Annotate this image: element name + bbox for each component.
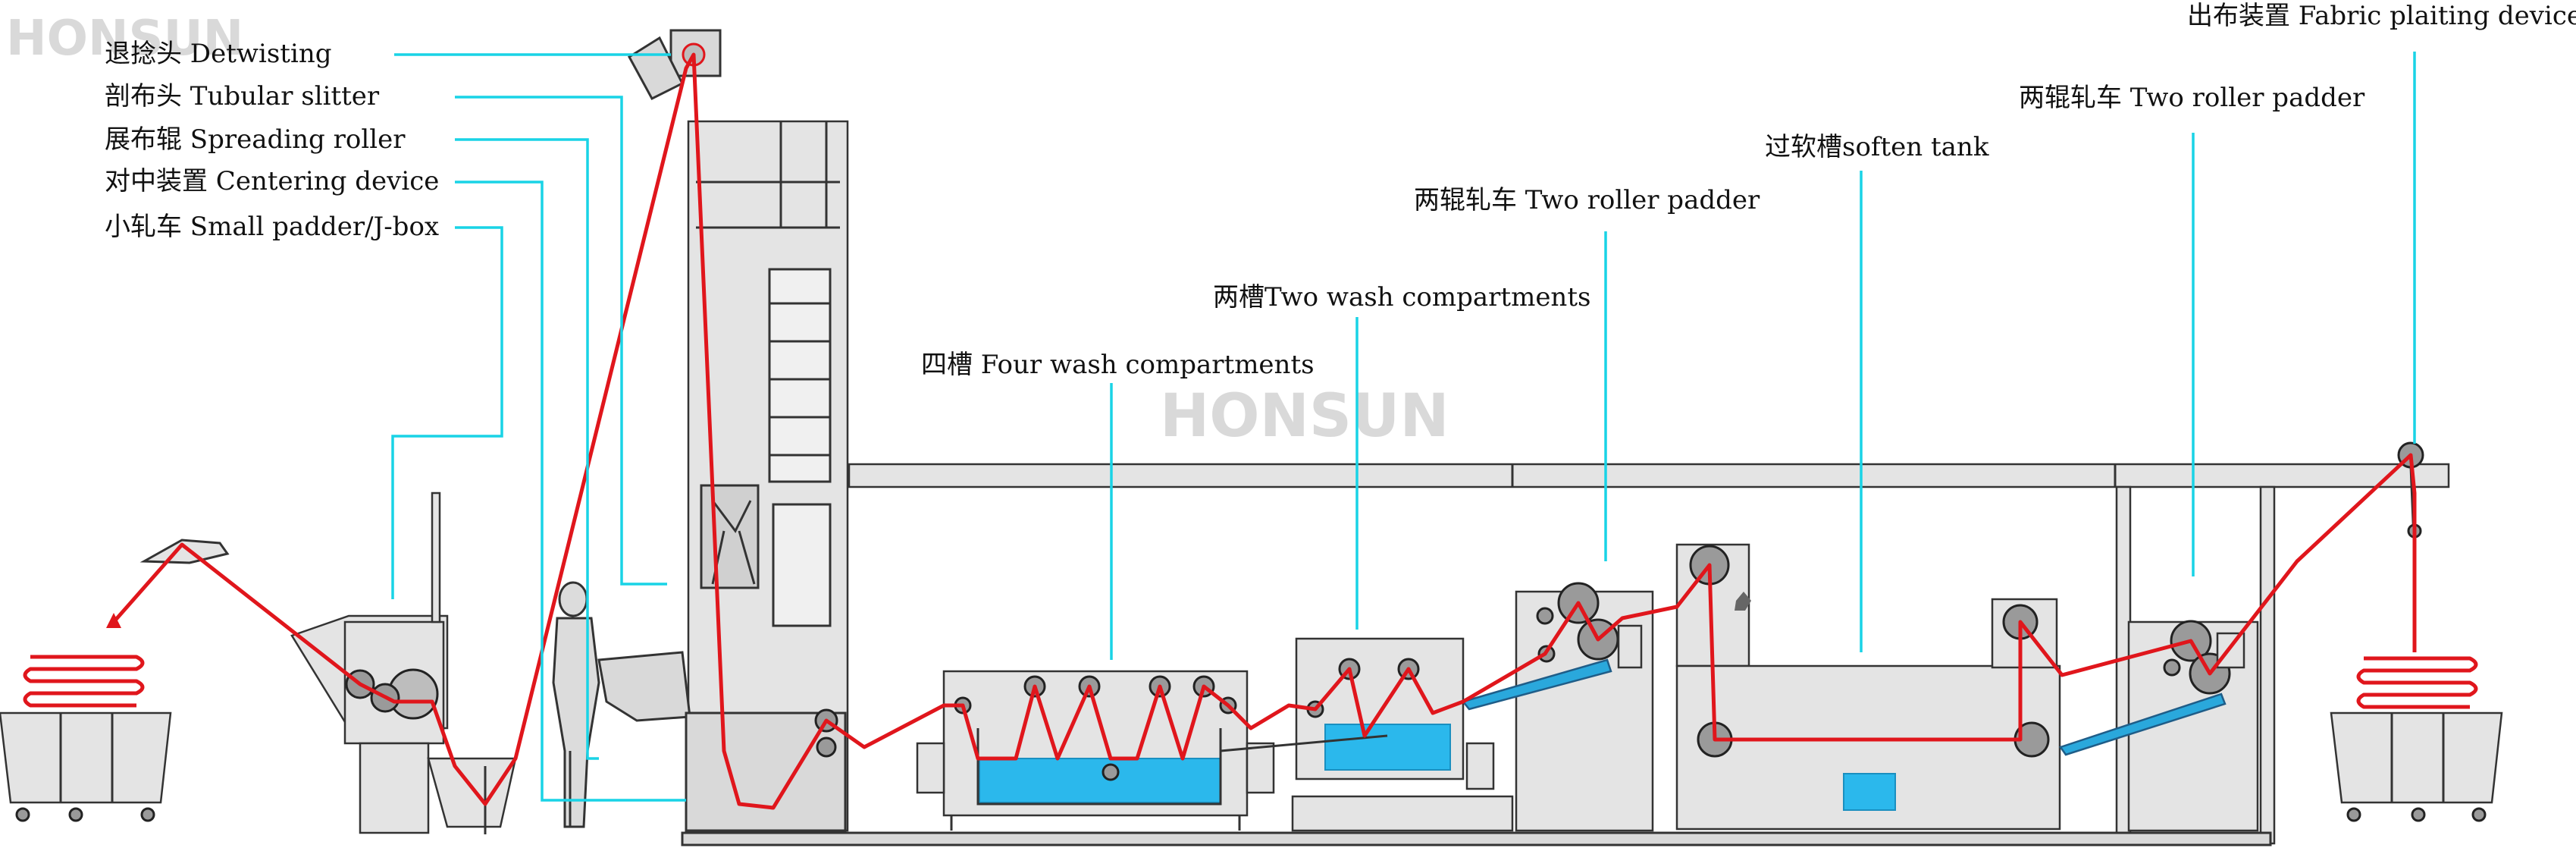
soften-tank	[1675, 543, 2061, 831]
label-two-roller-padder-2: 两辊轧车 Two roller padder	[2019, 83, 2365, 113]
two-wash-tank	[1220, 637, 1514, 832]
overhead-beam	[848, 463, 2450, 845]
label-detwisting: 退捻头 Detwisting	[105, 39, 331, 69]
watermark-center: HONSUN	[1160, 382, 1449, 451]
base-rail	[681, 831, 2272, 846]
label-soften-tank: 过软槽soften tank	[1765, 132, 1989, 162]
label-two-roller-padder-1: 两辊轧车 Two roller padder	[1414, 185, 1760, 215]
leader-lines	[391, 52, 2416, 802]
label-small-padder: 小轧车 Small padder/J-box	[105, 212, 439, 242]
fabric-direction-arrow-icon	[106, 613, 121, 628]
label-two-wash: 两槽Two wash compartments	[1213, 282, 1590, 313]
input-fabric-pile	[0, 655, 172, 822]
label-fabric-plaiting: 出布装置 Fabric plaiting device	[2187, 1, 2576, 31]
label-tubular-slitter: 剖布头 Tubular slitter	[105, 81, 380, 111]
label-four-wash: 四槽 Four wash compartments	[921, 350, 1315, 380]
four-wash-tank	[916, 670, 1275, 831]
fabric-path	[112, 52, 2417, 810]
watermark-top-left: HONSUN	[6, 11, 243, 67]
small-padder-machine	[139, 492, 517, 834]
label-spreading-roller: 展布辊 Spreading roller	[105, 124, 406, 155]
label-centering-device: 对中装置 Centering device	[105, 166, 439, 196]
operator-figure	[552, 581, 600, 828]
two-roller-padder-1	[1461, 582, 1654, 832]
